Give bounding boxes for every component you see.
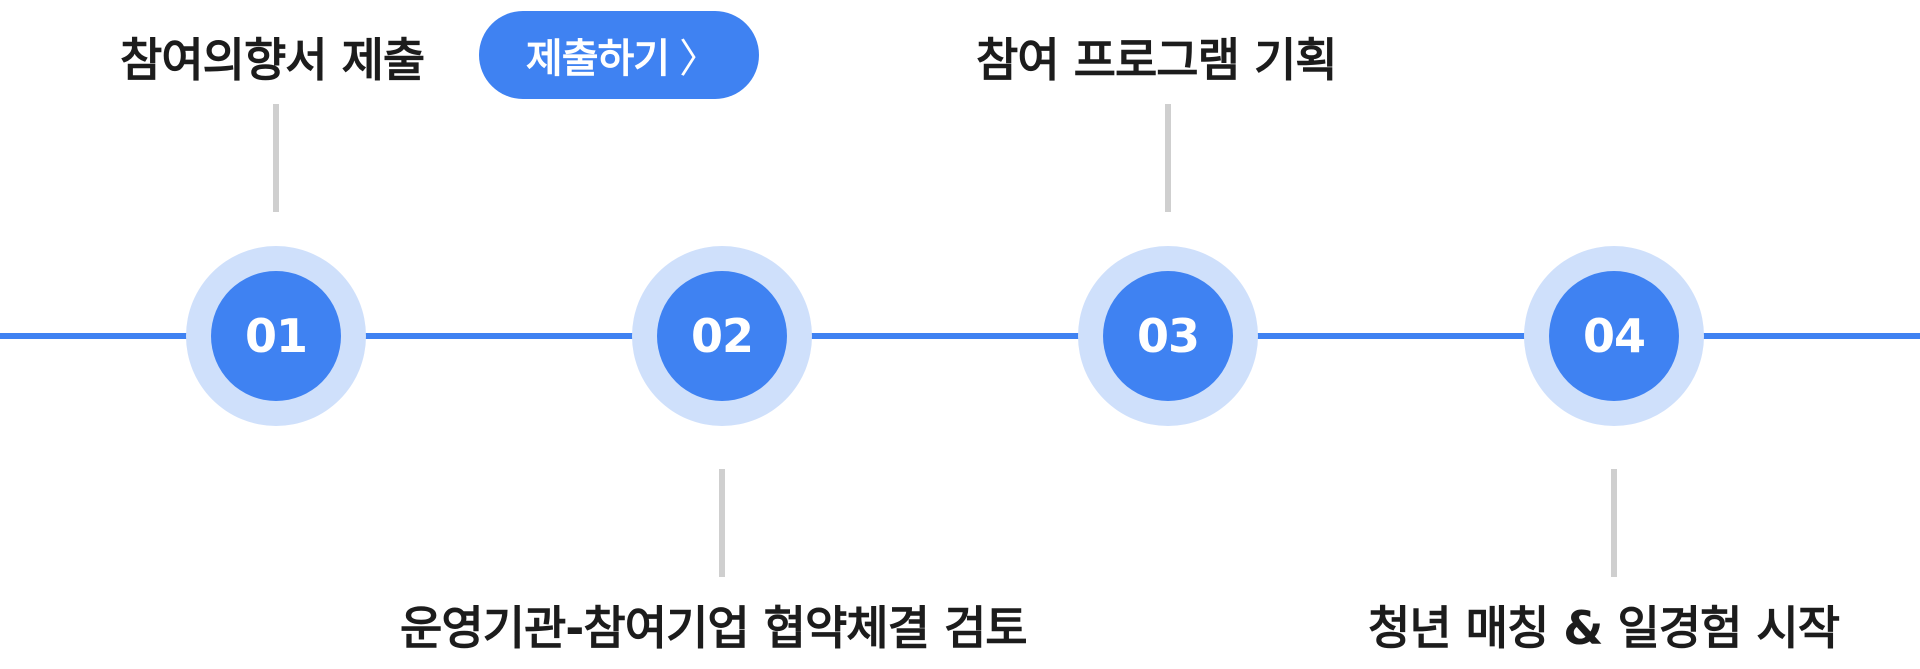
step-03-label: 참여 프로그램 기획	[976, 33, 1338, 87]
timeline-step-03: 03	[1078, 0, 1258, 669]
step-number-badge: 04	[1549, 271, 1679, 401]
timeline-step-01: 01	[186, 0, 366, 669]
step-connector	[1165, 104, 1171, 212]
step-number-badge: 01	[211, 271, 341, 401]
step-04-label: 청년 매칭 & 일경험 시작	[1368, 601, 1840, 655]
step-connector	[719, 469, 725, 577]
submit-button-label: 제출하기	[525, 36, 670, 82]
step-02-label: 운영기관-참여기업 협약체결 검토	[400, 601, 1028, 655]
timeline-line	[0, 333, 1920, 339]
step-number-badge: 02	[657, 271, 787, 401]
step-connector	[1611, 469, 1617, 577]
step-01-label: 참여의향서 제출	[120, 33, 425, 87]
step-connector	[273, 104, 279, 212]
chevron-right-icon: 〉	[679, 36, 719, 82]
step-number-badge: 03	[1103, 271, 1233, 401]
timeline-step-02: 02	[632, 0, 812, 669]
timeline-step-04: 04	[1524, 0, 1704, 669]
submit-button[interactable]: 제출하기 〉	[479, 11, 759, 99]
